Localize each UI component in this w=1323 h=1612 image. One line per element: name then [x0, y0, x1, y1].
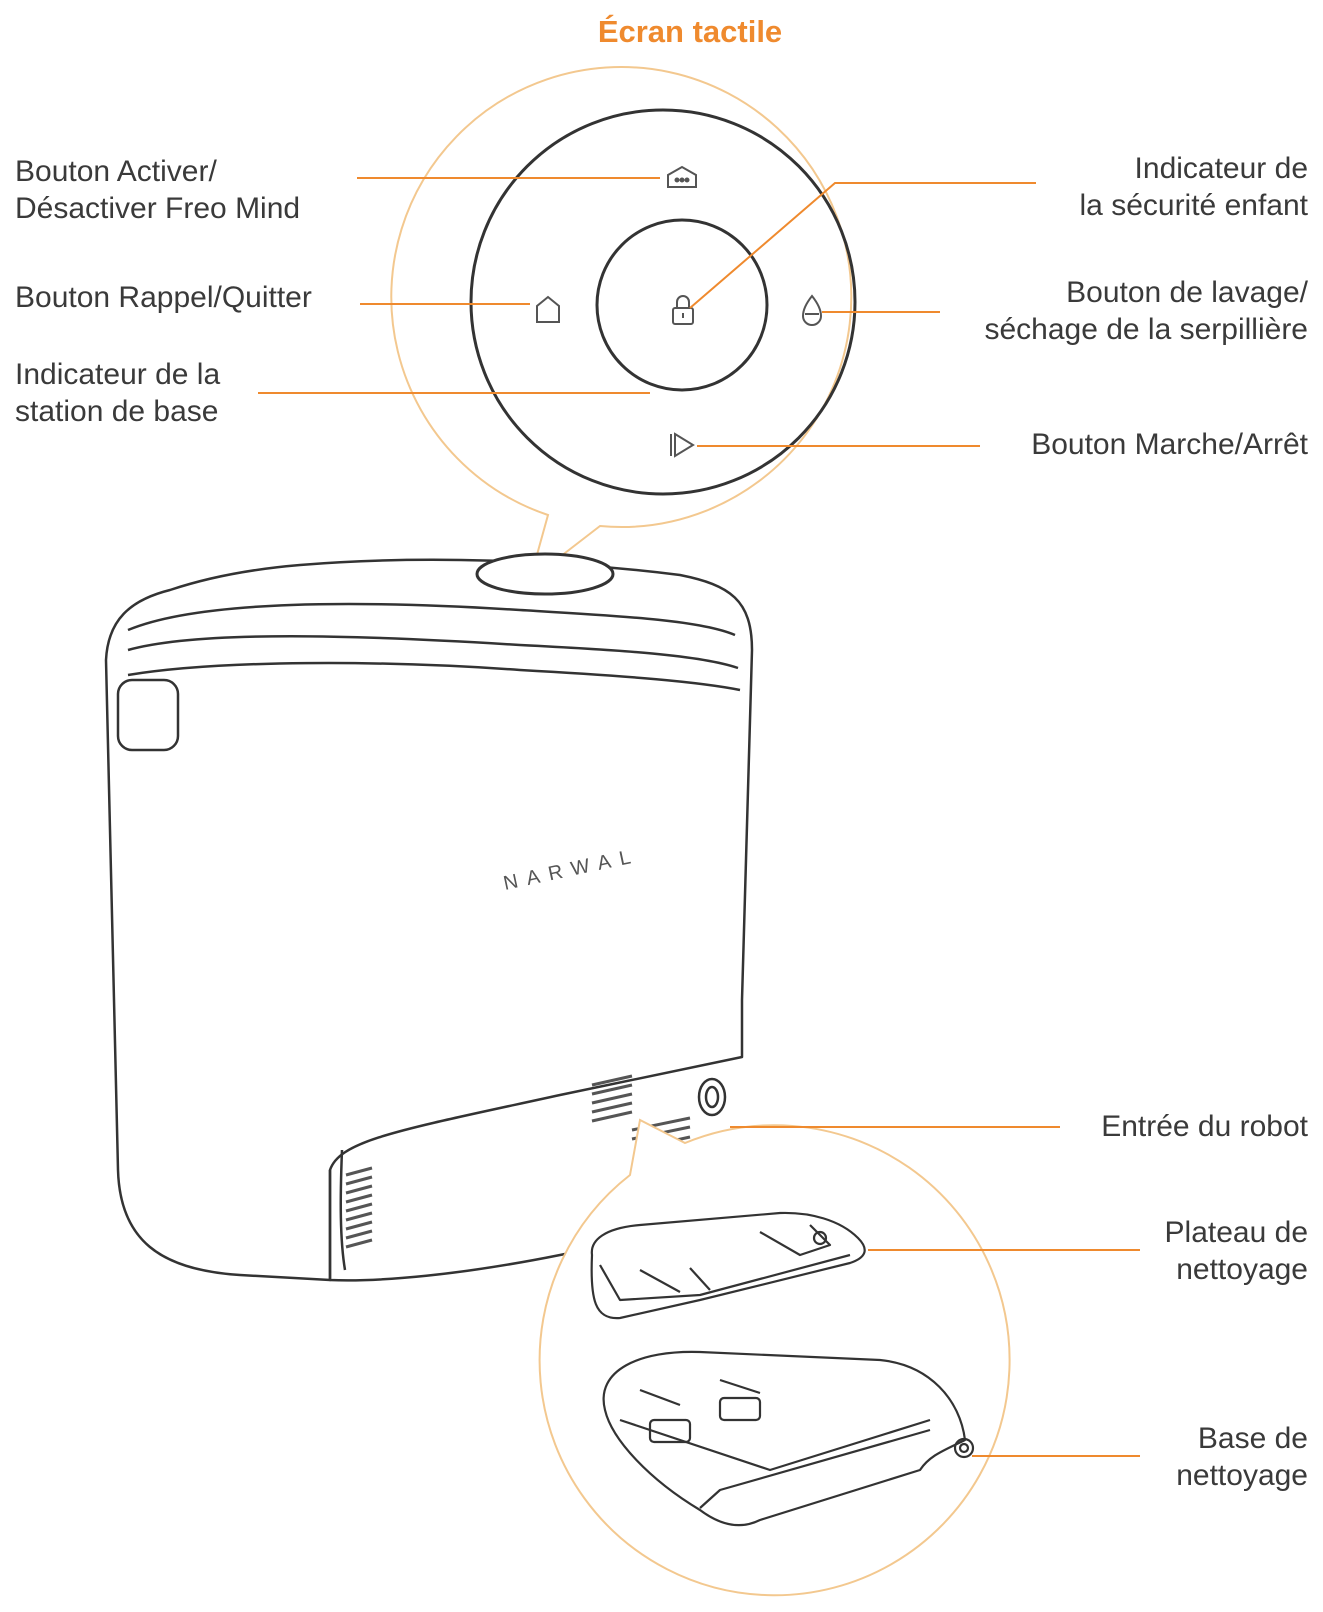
label-child-lock-indicator: Indicateur de la sécurité enfant: [1080, 150, 1308, 224]
cleaning-tray: [590, 1211, 866, 1320]
leader-lines-touchscreen: [258, 177, 1036, 447]
label-line: la sécurité enfant: [1079, 189, 1308, 222]
touchscreen-title: Écran tactile: [597, 14, 783, 49]
side-vents: [345, 1166, 373, 1249]
label-robot-entry: Entrée du robot: [1101, 1108, 1308, 1145]
cleaning-callout-bubble: [538, 1118, 1011, 1597]
label-line: Plateau de: [1164, 1216, 1308, 1249]
touch-panel-inner-ring: [595, 218, 769, 392]
leader-lines-cleaning: [730, 1126, 1140, 1457]
label-cleaning-tray: Plateau de nettoyage: [1165, 1214, 1308, 1288]
label-line: Base de: [1197, 1422, 1308, 1455]
lock-icon: [672, 295, 694, 325]
label-line: Bouton Rappel/Quitter: [15, 281, 312, 314]
label-base-station-indicator: Indicateur de la station de base: [15, 356, 220, 430]
home-icon: [536, 295, 560, 323]
label-line: Indicateur de la: [15, 358, 221, 391]
touch-panel-top: [475, 552, 615, 596]
freo-mind-icon: [667, 165, 697, 188]
label-line: Bouton Marche/Arrêt: [1031, 428, 1308, 461]
label-line: nettoyage: [1176, 1253, 1308, 1286]
label-line: séchage de la serpillière: [984, 313, 1308, 346]
label-mop-wash-button: Bouton de lavage/ séchage de la serpilli…: [984, 274, 1308, 348]
label-power-button: Bouton Marche/Arrêt: [1031, 426, 1308, 463]
label-line: station de base: [15, 395, 219, 428]
label-recall-quit-button: Bouton Rappel/Quitter: [15, 279, 312, 316]
label-freo-mind-button: Bouton Activer/ Désactiver Freo Mind: [15, 153, 300, 227]
touch-panel-outer-ring: [469, 108, 857, 496]
play-icon: [670, 432, 695, 458]
robot-entry-port: [697, 1077, 727, 1117]
base-station-body: [104, 558, 754, 1282]
label-line: nettoyage: [1176, 1459, 1308, 1492]
label-line: Bouton de lavage/: [1066, 276, 1308, 309]
label-line: Indicateur de: [1134, 152, 1308, 185]
label-line: Bouton Activer/: [15, 155, 217, 188]
cleaning-base: [602, 1350, 975, 1527]
brand-logo: NARWAL: [501, 845, 641, 895]
label-line: Entrée du robot: [1101, 1110, 1308, 1143]
label-line: Désactiver Freo Mind: [15, 192, 301, 225]
touchscreen-callout-bubble: [390, 66, 853, 583]
label-cleaning-base: Base de nettoyage: [1176, 1420, 1308, 1494]
water-drop-icon: [801, 294, 823, 326]
